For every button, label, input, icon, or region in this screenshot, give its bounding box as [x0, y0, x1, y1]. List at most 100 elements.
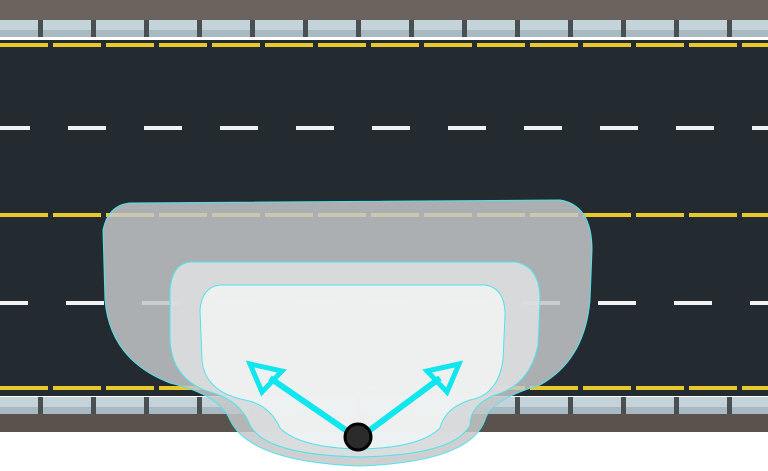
guardrail-joint: [515, 20, 520, 37]
white-lane-dash: [0, 301, 28, 305]
guardrail-shade: [626, 30, 674, 37]
guardrail-shade: [202, 30, 250, 37]
white-lane-dash: [220, 126, 258, 130]
yellow-edge-dash: [689, 386, 737, 390]
guardrail-joint: [621, 20, 626, 37]
guardrail-shade: [255, 30, 303, 37]
white-lane-dash: [0, 126, 30, 130]
yellow-edge-dash: [159, 43, 207, 47]
yellow-edge-dash: [265, 43, 313, 47]
yellow-edge-dash: [636, 386, 684, 390]
guardrail-shade: [43, 30, 91, 37]
guardrail-joint: [621, 397, 626, 414]
yellow-center-dash: [53, 213, 101, 217]
white-lane-dash: [296, 126, 334, 130]
guardrail-shade: [732, 30, 768, 37]
yellow-edge-dash: [530, 386, 578, 390]
white-lane-dash: [524, 126, 562, 130]
yellow-edge-dash: [0, 386, 48, 390]
guardrail-joint: [38, 397, 43, 414]
guardrail-shade: [414, 30, 462, 37]
guardrail-shade: [0, 30, 38, 37]
arrowhead-icon: [245, 360, 287, 397]
guardrail-joint: [409, 20, 414, 37]
guardrail-shade: [467, 30, 515, 37]
white-lane-dash: [676, 126, 714, 130]
yellow-edge-dash: [530, 43, 578, 47]
guardrail-joint: [91, 397, 96, 414]
guardrail-joint: [515, 397, 520, 414]
guardrail-joint: [568, 20, 573, 37]
guardrail-joint: [303, 20, 308, 37]
white-lane-dash: [68, 126, 106, 130]
yellow-center-dash: [583, 213, 631, 217]
yellow-edge-dash: [477, 43, 525, 47]
white-lane-dash: [600, 126, 638, 130]
white-lane-dash: [144, 126, 182, 130]
guardrail-joint: [91, 20, 96, 37]
white-lane-dash: [598, 301, 636, 305]
yellow-edge-dash: [106, 43, 154, 47]
top-verge: [0, 0, 768, 22]
yellow-edge-dash: [583, 43, 631, 47]
yellow-center-dash: [742, 213, 768, 217]
arrowhead-icon: [422, 360, 464, 397]
guardrail-shade: [149, 30, 197, 37]
guardrail-joint: [568, 397, 573, 414]
yellow-edge-dash: [106, 386, 154, 390]
guardrail-shade: [520, 407, 568, 414]
yellow-edge-dash: [742, 43, 768, 47]
vehicle-dot-icon: [343, 422, 373, 452]
yellow-center-dash: [0, 213, 48, 217]
guardrail-joint: [38, 20, 43, 37]
guardrail-joint: [197, 397, 202, 414]
white-lane-dash: [752, 126, 768, 130]
guardrail-shade: [573, 407, 621, 414]
guardrail-joint: [462, 20, 467, 37]
direction-arrow-right: [364, 360, 464, 436]
guardrail-shade: [467, 407, 515, 414]
guardrail-shade: [96, 407, 144, 414]
white-lane-dash: [448, 126, 486, 130]
guardrail-joint: [727, 397, 732, 414]
guardrail-shade: [679, 407, 727, 414]
yellow-edge-dash: [159, 386, 207, 390]
white-lane-dash: [372, 126, 410, 130]
yellow-center-dash: [636, 213, 684, 217]
yellow-edge-dash: [636, 43, 684, 47]
yellow-center-dash: [689, 213, 737, 217]
guardrail-joint: [727, 20, 732, 37]
guardrail-joint: [197, 20, 202, 37]
top-guardrail: [0, 20, 768, 37]
guardrail-joint: [674, 20, 679, 37]
guardrail-shade: [626, 407, 674, 414]
guardrail-joint: [144, 397, 149, 414]
guardrail-joint: [356, 20, 361, 37]
guardrail-shade: [679, 30, 727, 37]
yellow-edge-dash: [742, 386, 768, 390]
white-lane-dash: [674, 301, 712, 305]
guardrail-shade: [308, 30, 356, 37]
yellow-edge-dash: [212, 43, 260, 47]
yellow-edge-dash: [583, 386, 631, 390]
yellow-edge-dash: [53, 386, 101, 390]
guardrail-shade: [520, 30, 568, 37]
guardrail-shade: [732, 407, 768, 414]
guardrail-joint: [674, 397, 679, 414]
guardrail-shade: [573, 30, 621, 37]
yellow-edge-dash: [0, 43, 48, 47]
guardrail-shade: [0, 407, 38, 414]
yellow-edge-dash: [318, 43, 366, 47]
direction-arrow-left: [245, 360, 352, 436]
white-lane-dash: [750, 301, 768, 305]
white-lane-dash: [66, 301, 104, 305]
yellow-edge-dash: [53, 43, 101, 47]
guardrail-shade: [43, 407, 91, 414]
guardrail-shade: [149, 407, 197, 414]
guardrail-shade: [361, 30, 409, 37]
yellow-edge-dash: [689, 43, 737, 47]
yellow-edge-dash: [424, 43, 472, 47]
guardrail-shade: [96, 30, 144, 37]
yellow-edge-dash: [371, 43, 419, 47]
